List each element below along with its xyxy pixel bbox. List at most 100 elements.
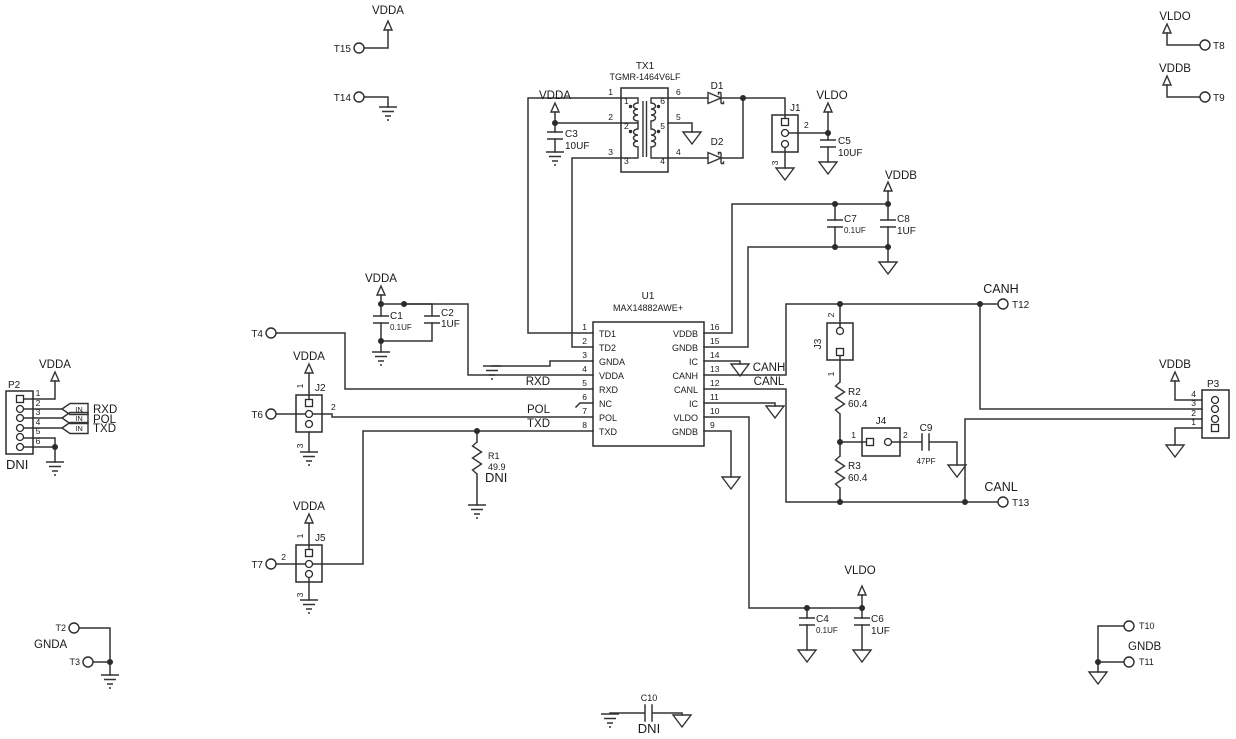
p2-ref: P2 [8, 380, 21, 391]
vdda-label: VDDA [365, 273, 397, 285]
j5-body [295, 544, 323, 583]
vdda-power-arrow [304, 363, 314, 374]
junction-dot [837, 499, 843, 505]
tx1-pin2-num-in: 2 [624, 121, 629, 131]
wire-vdda-u1 [403, 303, 594, 376]
j1-ref: J1 [790, 103, 801, 114]
c1-value: 0.1UF [390, 323, 412, 332]
tx1-primary-coil [621, 97, 639, 159]
c10-dni-note: DNI [638, 721, 660, 736]
wire-t15-vdda [363, 29, 389, 49]
j5-header: J5 1 2 3 [281, 533, 326, 597]
u1-pin16-num: 16 [710, 322, 720, 332]
r2-ref: R2 [848, 387, 861, 398]
p2-pin4-num: 4 [36, 417, 41, 427]
capacitor-c8 [879, 219, 897, 228]
t14-label: T14 [334, 93, 352, 104]
wire-ic11-gnd [703, 402, 776, 407]
j3-header: J3 2 1 [813, 312, 854, 376]
vddb-power-arrow [1162, 75, 1172, 86]
c6-ref: C6 [871, 614, 884, 625]
u1-pin11-name: IC [689, 399, 699, 409]
wire-canh [703, 303, 999, 376]
capacitor-c7 [826, 219, 844, 228]
c9-ref: C9 [920, 423, 933, 434]
capacitors: C3 10UF C5 10UF C7 0.1UF C8 1UF C1 0.1UF… [372, 129, 936, 736]
tx1-pin2-num: 2 [608, 112, 613, 122]
u1-pin10-num: 10 [710, 406, 720, 416]
wire-t9-vddb [1166, 84, 1201, 98]
gnda-label: GNDA [34, 639, 68, 651]
gnda-ground [545, 151, 565, 166]
capacitor-c2 [423, 315, 441, 324]
p2-pin3-num: 3 [36, 407, 41, 417]
wire-p2 [23, 380, 63, 463]
resistor-r2 [834, 381, 846, 415]
p2-dni-note: DNI [6, 457, 28, 472]
canh-net-label: CANH [753, 362, 786, 374]
j4-pin1-num: 1 [851, 430, 856, 440]
tx1-transformer: TX1 TGMR-1464V6LF 1 2 3 6 5 4 1 2 3 6 5 … [608, 61, 681, 173]
u1-pin2-name: TD2 [599, 343, 616, 353]
junction-dot [107, 659, 113, 665]
wire-t14-gnda [363, 96, 389, 108]
tx1-body [620, 87, 669, 173]
in-flag-pol-label: IN [75, 414, 83, 423]
j4-ref: J4 [876, 416, 887, 427]
r1-dni-note: DNI [485, 470, 507, 485]
u1-pin8-name: TXD [599, 427, 618, 437]
wire-t2-t3 [78, 627, 111, 676]
ground-symbols: GNDA GNDB [34, 106, 1185, 728]
u1-pin8-num: 8 [582, 420, 587, 430]
wire-canl [703, 388, 999, 503]
junction-dots [52, 95, 1101, 665]
vdda-label: VDDA [293, 501, 325, 513]
in-flag-rxd-label: IN [75, 405, 83, 414]
gnda-ground [299, 599, 319, 614]
c1-ref: C1 [390, 311, 403, 322]
t10-label: T10 [1139, 621, 1155, 631]
capacitor-c4 [798, 617, 816, 626]
p2-pin1-num: 1 [36, 388, 41, 398]
c5-ref: C5 [838, 136, 851, 147]
junction-dot [378, 338, 384, 344]
tx1-secondary-coil [650, 97, 668, 159]
wire-canh-p3 [979, 303, 1203, 410]
gnda-ground [100, 674, 120, 689]
u1-pin13-name: CANH [672, 371, 698, 381]
wire-tx1p4-d2 [667, 97, 744, 159]
j2-header: J2 1 2 3 [295, 383, 336, 448]
c4-ref: C4 [816, 614, 829, 625]
wire-vldo-rail [703, 416, 863, 609]
testpoint-t4 [265, 327, 277, 339]
junction-dot [962, 499, 968, 505]
vdda-label: VDDA [539, 90, 571, 102]
c6-value: 1UF [871, 626, 890, 637]
j5-pin3-pad [304, 569, 314, 579]
vldo-label: VLDO [844, 565, 875, 577]
r2-value: 60.4 [848, 399, 868, 410]
u1-pin2-num: 2 [582, 336, 587, 346]
c10-ref: C10 [641, 693, 658, 703]
wire-tx1p1-td1 [527, 97, 622, 334]
junction-dot [837, 439, 843, 445]
u1-pin5-name: RXD [599, 385, 619, 395]
u1-pin12-num: 12 [710, 378, 720, 388]
testpoint-t14 [353, 91, 365, 103]
p3-pin4-num: 4 [1191, 389, 1196, 399]
p3-pin3-pad [1210, 404, 1220, 414]
capacitor-c1 [372, 315, 390, 324]
tx1-polarity-dot [628, 129, 633, 134]
gndb-ground [818, 161, 838, 175]
j2-pin1-pad [304, 398, 314, 408]
t4-label: T4 [251, 329, 263, 340]
r1-value: 49.9 [488, 462, 506, 472]
p3-pin3-num: 3 [1191, 398, 1196, 408]
j5-pin1-pad [304, 548, 314, 558]
testpoint-t15 [353, 42, 365, 54]
junction-dot [740, 95, 746, 101]
u1-pin7-num: 7 [582, 406, 587, 416]
gndb-ground [878, 261, 898, 275]
j5-pin2-pad [304, 559, 314, 569]
vdda-power-arrow [550, 102, 560, 113]
